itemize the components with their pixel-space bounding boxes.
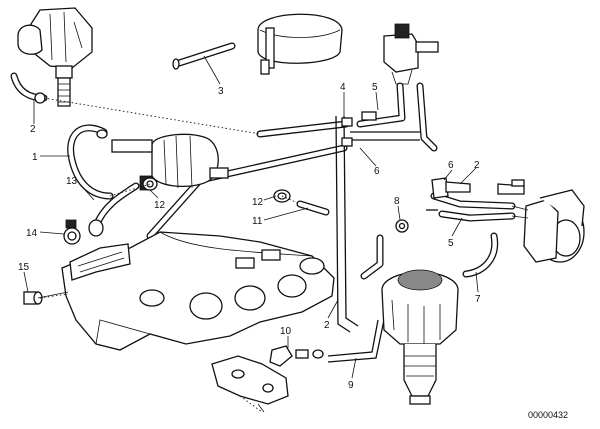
label-8: 8	[394, 196, 400, 207]
distributor	[17, 7, 93, 107]
label-3: 3	[218, 86, 224, 97]
callout-labels: 2 1 13 14 15 12 12 11 3 4 5 6 8 2 6 5 7 …	[18, 82, 481, 391]
label-5-mid: 5	[448, 238, 454, 249]
label-10: 10	[280, 326, 292, 337]
electro-valve	[383, 23, 439, 85]
label-12-left: 12	[154, 200, 166, 211]
hose-part-3	[172, 42, 236, 70]
air-valve	[111, 133, 229, 191]
hose-network	[10, 72, 516, 363]
label-11: 11	[252, 216, 263, 227]
label-15: 15	[18, 262, 30, 273]
leader-lines	[23, 55, 479, 413]
label-5-top: 5	[372, 82, 378, 93]
label-6-mid: 6	[448, 160, 454, 171]
label-9: 9	[348, 380, 354, 391]
reference-number: 00000432	[528, 410, 568, 420]
label-4: 4	[340, 82, 346, 93]
intake-manifold	[61, 231, 335, 351]
label-14: 14	[26, 228, 38, 239]
label-2-right: 2	[474, 160, 480, 171]
label-1: 1	[32, 152, 38, 163]
label-2-bottom: 2	[324, 320, 330, 331]
vacuum-actuator	[497, 179, 585, 263]
label-2-top-left: 2	[30, 124, 36, 135]
label-7: 7	[475, 294, 481, 305]
filter-canister	[257, 13, 343, 75]
air-pump	[381, 269, 459, 405]
small-parts	[23, 92, 438, 413]
label-12-mid: 12	[252, 197, 264, 208]
label-6-top: 6	[374, 166, 380, 177]
label-13: 13	[66, 176, 78, 187]
